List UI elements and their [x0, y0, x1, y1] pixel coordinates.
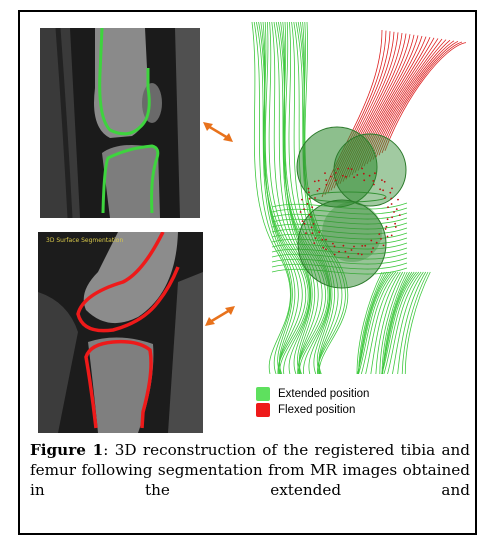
legend-label: Flexed position [278, 404, 355, 416]
3d-reconstruction-render [232, 22, 472, 374]
figure-label: Figure 1 [30, 441, 103, 459]
mri-flexed-image: 3D Surface Segmentation [38, 232, 203, 433]
figure-caption: Figure 1: 3D reconstruction of the regis… [30, 440, 470, 500]
mri-overlay-label: 3D Surface Segmentation [46, 237, 123, 244]
double-arrow-icon [205, 306, 235, 326]
legend-swatch-red [256, 403, 270, 417]
legend-swatch-green [256, 387, 270, 401]
double-arrow-icon [203, 122, 233, 142]
legend-label: Extended position [278, 388, 369, 400]
legend-item-flexed: Flexed position [256, 402, 355, 418]
mri-extended-image [40, 28, 200, 218]
legend-item-extended: Extended position [256, 386, 369, 402]
